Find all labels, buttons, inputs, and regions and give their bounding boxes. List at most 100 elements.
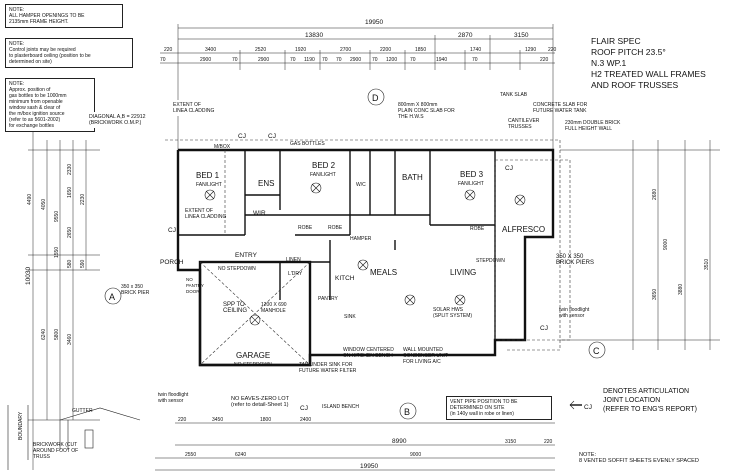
room-hamper: HAMPER xyxy=(350,236,372,242)
spec-item: FLAIR SPEC xyxy=(591,36,641,46)
dim-row2-4: 2700 xyxy=(340,47,351,53)
label-boundary: BOUNDARY xyxy=(18,411,24,440)
dim-bot-r1-2: 1800 xyxy=(260,417,271,423)
room-pantry: PANTRY xyxy=(318,296,338,302)
section-label-c: C xyxy=(593,346,600,356)
dim-left-c4-1: 590 xyxy=(80,259,86,268)
cj-marker-6: CJ xyxy=(300,405,308,412)
dim-row3-6: 70 xyxy=(322,57,328,63)
cj-marker-2: CJ xyxy=(268,133,276,140)
room-robe-1: ROBE xyxy=(298,225,313,231)
dim-right-0: 2680 xyxy=(652,189,658,200)
dim-bot-r1-5: 3150 xyxy=(505,439,516,445)
room-bed1-fan: FAN/LIGHT xyxy=(196,182,222,188)
dim-row2-8: 1290 xyxy=(525,47,536,53)
room-entry: ENTRY xyxy=(235,252,258,259)
spec-item: AND ROOF TRUSSES xyxy=(591,80,679,90)
label-extent-linea-2: EXTENT OF LINEA CLADDING xyxy=(185,208,227,220)
label-solar-hws: SOLAR HWS (SPLIT SYSTEM) xyxy=(433,307,473,319)
label-no-stepdown-entry: NO STEPDOWN xyxy=(218,266,256,272)
section-label-d: D xyxy=(372,93,379,103)
cj-marker-1: CJ xyxy=(238,133,246,140)
interior-walls xyxy=(178,150,496,340)
label-no-pantry: NO PANTRY DOOR xyxy=(186,277,204,294)
room-garage-sub: NO STEPDOWN xyxy=(234,362,272,368)
cj-marker-4: CJ xyxy=(505,165,513,172)
dim-row3-3: 2900 xyxy=(258,57,269,63)
dim-row3-7: 70 xyxy=(336,57,342,63)
room-meals: MEALS xyxy=(370,268,397,277)
dim-row2-5: 2200 xyxy=(380,47,391,53)
articulation-symbol xyxy=(569,400,582,410)
dim-right-4: 3510 xyxy=(704,259,710,270)
dim-row2-2: 2520 xyxy=(255,47,266,53)
dim-row3-2: 70 xyxy=(232,57,238,63)
dim-overall-top: 19950 xyxy=(365,19,383,26)
room-garage: GARAGE xyxy=(236,351,270,360)
label-no-eaves: NO EAVES-ZERO LOT (refer to detail-Sheet… xyxy=(231,396,290,408)
section-marker-b xyxy=(399,402,417,420)
label-gutter: GUTTER xyxy=(72,408,93,414)
dim-left-c1-2: 3460 xyxy=(67,334,73,345)
room-wir: WIR xyxy=(253,210,266,217)
room-bed3: BED 3 xyxy=(460,170,484,179)
label-twin-flood-left: twin floodlight with sensor xyxy=(158,392,189,404)
label-brickwork-cut: BRICKWORK (CUT AROUND FOOT OF TRUSS xyxy=(33,442,79,460)
room-linen: LINEN xyxy=(286,257,301,263)
dim-right-3: 3880 xyxy=(678,284,684,295)
section-marker-c xyxy=(588,341,606,359)
dim-bot-r1-6: 220 xyxy=(544,439,553,445)
label-denotes-articulation: DENOTES ARTICULATION JOINT LOCATION (REF… xyxy=(603,388,697,413)
dim-left-c3-2: 1650 xyxy=(67,187,73,198)
dim-right-2: 3650 xyxy=(652,289,658,300)
label-window-centered: WINDOW CENTERED ON KITCHEN BENCH xyxy=(343,347,394,359)
room-laundry: L'DRY xyxy=(288,271,303,277)
label-tank-slab: TANK SLAB xyxy=(500,92,528,98)
dim-bot-r2-0: 2550 xyxy=(185,452,196,458)
note-diagonal: DIAGONAL A,B = 22912 (BRICKWORK O.M.P.) xyxy=(86,112,167,128)
room-ens: ENS xyxy=(258,179,274,188)
label-twin-flood-right: twin floodlight with sensor xyxy=(559,307,590,319)
label-brick-pier-left: 350 x 350 BRICK PIER xyxy=(121,284,150,296)
label-mbox: M/BOX xyxy=(214,144,231,150)
dim-left-c2-1: 9550 xyxy=(54,211,60,222)
dim-left-c1-1: 1550 xyxy=(54,247,60,258)
note-gas-bottles: NOTE: Approx. position of gas bottles to… xyxy=(5,78,95,132)
dim-bot-r1-4: 8990 xyxy=(392,438,407,445)
dim-left-overall: 10030 xyxy=(25,267,32,285)
dim-left-c1-0: 4490 xyxy=(27,194,33,205)
dim-left-c2-3: 5800 xyxy=(54,329,60,340)
dim-bot-r3-0: 19950 xyxy=(360,463,378,470)
dim-right-1: 9000 xyxy=(663,239,669,250)
dim-left-c2-0: 4050 xyxy=(41,199,47,210)
bottom-dimensions xyxy=(155,422,555,471)
dim-row3-14: 220 xyxy=(540,57,549,63)
spec-item: N.3 WP.1 xyxy=(591,58,627,68)
dim-row2-3: 1920 xyxy=(295,47,306,53)
dim-row3-5: 1190 xyxy=(304,57,315,63)
dim-row3-9: 70 xyxy=(372,57,378,63)
dim-row2-6: 1850 xyxy=(415,47,426,53)
dim-top-seg-1: 13830 xyxy=(305,32,323,39)
label-tap-sink: TAP UNDER SINK FOR FUTURE WATER FILTER xyxy=(299,362,357,374)
label-extent-linea: EXTENT OF LINEA CLADDING xyxy=(170,100,226,116)
room-kitchen: KITCH xyxy=(335,275,355,282)
right-dimensions xyxy=(560,140,720,350)
dim-row3-12: 1940 xyxy=(436,57,447,63)
room-bed2-fan: FAN/LIGHT xyxy=(310,172,336,178)
dim-row2-9: 220 xyxy=(548,47,557,53)
room-sink: SINK xyxy=(344,314,356,320)
label-brick-piers-right: 350 X 350 BRICK PIERS xyxy=(556,254,595,266)
spec-item: ROOF PITCH 23.5° xyxy=(591,47,666,57)
label-wall-mounted: WALL MOUNTED CONDENSER UNIT FOR LIVING A… xyxy=(403,347,449,365)
note-frame-height: NOTE: ALL HAMPER OPENINGS TO BE 2135mm F… xyxy=(5,4,123,28)
dim-left-c4-0: 580 xyxy=(67,259,73,268)
dim-left-c3-4: 2650 xyxy=(67,227,73,238)
exterior-walls xyxy=(176,148,555,367)
dim-left-c2-2: 2230 xyxy=(80,194,86,205)
section-label-a: A xyxy=(109,292,115,302)
dim-row3-11: 70 xyxy=(410,57,416,63)
roof-outline xyxy=(165,139,571,366)
label-plain-conc: 800mm X 800mm PLAIN CONC SLAB FOR THE H.… xyxy=(398,102,455,120)
